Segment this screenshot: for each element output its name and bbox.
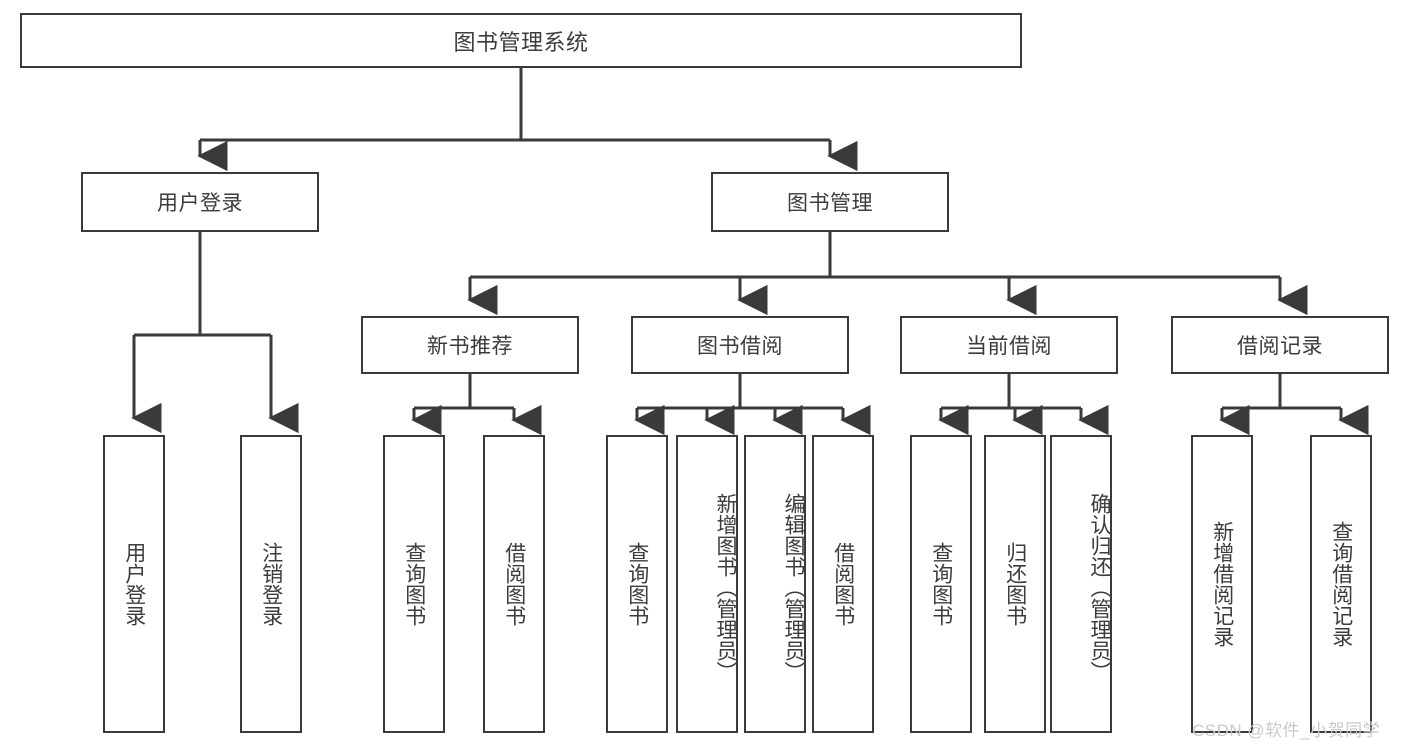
- node-book-management[interactable]: 图书管理: [711, 172, 949, 232]
- csdn-watermark: CSDN @软件_小贺同学: [1192, 721, 1381, 740]
- leaf-logout[interactable]: 注销登录: [240, 435, 302, 733]
- leaf-borrow-book-recommend[interactable]: 借阅图书: [483, 435, 545, 733]
- leaf-query-book-borrow[interactable]: 查询图书: [606, 435, 668, 733]
- leaf-edit-book-admin[interactable]: 编辑图书（管理员）: [744, 435, 806, 733]
- node-borrow-record[interactable]: 借阅记录: [1171, 316, 1389, 374]
- leaf-query-book-recommend[interactable]: 查询图书: [383, 435, 445, 733]
- node-user-login[interactable]: 用户登录: [81, 172, 319, 232]
- leaf-query-book-current[interactable]: 查询图书: [910, 435, 972, 733]
- leaf-return-book[interactable]: 归还图书: [984, 435, 1046, 733]
- node-current-borrow[interactable]: 当前借阅: [900, 316, 1118, 374]
- leaf-query-borrow-record[interactable]: 查询借阅记录: [1310, 435, 1372, 733]
- node-root[interactable]: 图书管理系统: [20, 13, 1022, 68]
- node-new-book-recommend[interactable]: 新书推荐: [361, 316, 579, 374]
- leaf-add-borrow-record[interactable]: 新增借阅记录: [1191, 435, 1253, 733]
- leaf-borrow-book[interactable]: 借阅图书: [812, 435, 874, 733]
- node-book-borrow[interactable]: 图书借阅: [631, 316, 849, 374]
- leaf-user-login[interactable]: 用户登录: [103, 435, 165, 733]
- leaf-confirm-return-admin[interactable]: 确认归还（管理员）: [1050, 435, 1112, 733]
- leaf-add-book-admin[interactable]: 新增图书（管理员）: [676, 435, 738, 733]
